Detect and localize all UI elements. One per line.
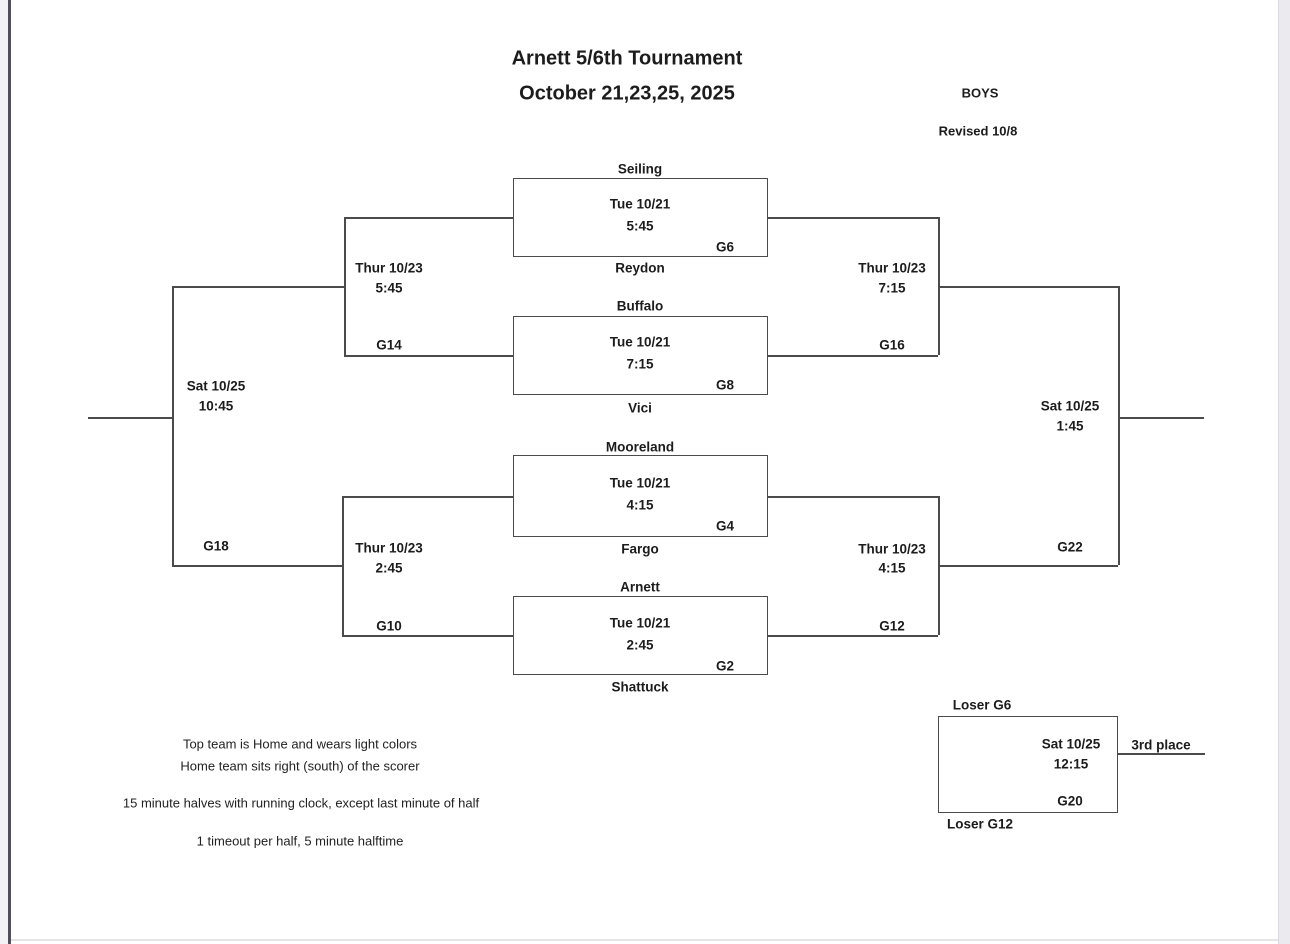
note-home-seating: Home team sits right (south) of the scor… [180, 758, 420, 774]
game-g4-date: Tue 10/21 [609, 475, 671, 491]
game-g20-box [938, 716, 1118, 813]
connector-g4-left [342, 496, 513, 498]
connector-g4-right [768, 496, 938, 498]
game-g2-number: G2 [715, 658, 735, 674]
page-title: Arnett 5/6th Tournament [511, 47, 743, 70]
connector-g12-output [938, 565, 1118, 567]
game-g12-number: G12 [879, 618, 905, 634]
connector-g2-left [342, 635, 513, 637]
connector-g6-right [768, 217, 938, 219]
game-g8-number: G8 [715, 377, 735, 393]
note-game-clock: 15 minute halves with running clock, exc… [122, 795, 480, 811]
game-g22-date: Sat 10/25 [1040, 398, 1100, 414]
revision-note: Revised 10/8 [938, 123, 1018, 139]
game-g14-date: Thur 10/23 [355, 260, 423, 276]
game-g12-time: 4:15 [878, 560, 906, 576]
tournament-dates: October 21,23,25, 2025 [519, 82, 735, 105]
team-label-seiling: Seiling [617, 161, 663, 177]
connector-g6-left [344, 217, 513, 219]
team-label-arnett: Arnett [620, 579, 660, 595]
third-place-label: 3rd place [1131, 737, 1191, 753]
connector-g10-output [172, 565, 342, 567]
connector-g2-right [768, 635, 938, 637]
game-g10-date: Thur 10/23 [355, 540, 423, 556]
game-g20-time: 12:15 [1053, 756, 1089, 772]
connector-g8-left [344, 355, 513, 357]
team-label-fargo: Fargo [621, 541, 659, 557]
connector-g16-output [938, 286, 1118, 288]
team-label-buffalo: Buffalo [616, 298, 664, 314]
game-g8-date: Tue 10/21 [609, 334, 671, 350]
game-g10-number: G10 [376, 618, 402, 634]
game-g10-time: 2:45 [375, 560, 403, 576]
photo-left-edge [8, 0, 11, 944]
game-g14-time: 5:45 [375, 280, 403, 296]
game-g6-number: G6 [715, 239, 735, 255]
connector-g14-output [172, 286, 344, 288]
game-g4-box [513, 455, 768, 537]
game-g16-number: G16 [879, 337, 905, 353]
game-g20-date: Sat 10/25 [1041, 736, 1101, 752]
game-g4-time: 4:15 [626, 497, 654, 513]
connector-g18-output [88, 417, 172, 419]
game-g22-time: 1:45 [1056, 418, 1084, 434]
game-g4-number: G4 [715, 518, 735, 534]
note-timeouts: 1 timeout per half, 5 minute halftime [196, 833, 404, 849]
game-g16-time: 7:15 [878, 280, 906, 296]
game-g20-number: G20 [1057, 793, 1083, 809]
bracket-g22-vertical [1118, 286, 1120, 565]
third-place-top-seed: Loser G6 [952, 697, 1012, 713]
team-label-reydon: Reydon [615, 260, 665, 276]
team-label-vici: Vici [628, 400, 652, 416]
third-place-bottom-seed: Loser G12 [946, 816, 1014, 832]
connector-third-place-output [1118, 753, 1205, 755]
game-g2-box [513, 596, 768, 675]
game-g6-box [513, 178, 768, 257]
game-g6-date: Tue 10/21 [609, 196, 671, 212]
photo-right-band [1278, 0, 1290, 944]
game-g6-time: 5:45 [626, 218, 654, 234]
bracket-g18-vertical [172, 286, 174, 565]
connector-g22-output [1118, 417, 1204, 419]
game-g8-time: 7:15 [626, 356, 654, 372]
game-g18-number: G18 [203, 538, 229, 554]
bracket-g10-vertical [342, 496, 344, 635]
division-label: BOYS [961, 85, 999, 101]
game-g2-time: 2:45 [626, 637, 654, 653]
game-g14-number: G14 [376, 337, 402, 353]
game-g12-date: Thur 10/23 [858, 541, 926, 557]
team-label-shattuck: Shattuck [611, 679, 669, 695]
game-g8-box [513, 316, 768, 395]
note-home-colors: Top team is Home and wears light colors [182, 736, 418, 752]
photo-left-band [0, 0, 8, 944]
game-g22-number: G22 [1057, 539, 1083, 555]
game-g18-date: Sat 10/25 [186, 378, 246, 394]
game-g18-time: 10:45 [198, 398, 234, 414]
game-g2-date: Tue 10/21 [609, 615, 671, 631]
team-label-mooreland: Mooreland [605, 439, 675, 455]
game-g16-date: Thur 10/23 [858, 260, 926, 276]
bracket-g14-vertical [344, 217, 346, 355]
photo-bottom-edge [11, 939, 1278, 941]
connector-g8-right [768, 355, 938, 357]
